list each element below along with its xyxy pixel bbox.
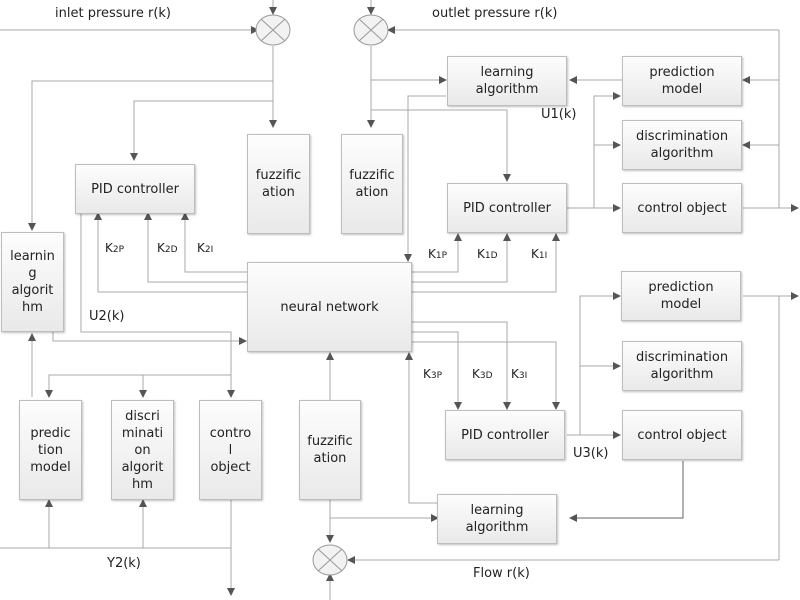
summing-junction-outlet — [353, 14, 389, 46]
control-object-3-block: control object — [622, 410, 742, 460]
flow-label: Flow r(k) — [473, 566, 530, 581]
pid-controller-1-block: PID controller — [447, 183, 567, 233]
wire-ctrl3-learn3 — [569, 461, 684, 522]
gain-k1d: K1D — [477, 247, 498, 261]
fuzzification-inlet-block: fuzzific ation — [247, 134, 310, 234]
wire-pid3-branch — [579, 292, 621, 435]
discrimination-algorithm-3-block: discrimination algorithm — [622, 341, 742, 391]
wire-k2i — [181, 212, 248, 273]
summing-junction-flow — [312, 544, 348, 576]
prediction-model-2-block: predic tion model — [19, 400, 82, 500]
wire-k3p — [412, 331, 462, 410]
wire-k3d — [412, 321, 511, 410]
wire-sum1-learn2 — [28, 80, 273, 231]
learning-algorithm-3-block: learning algorithm — [437, 494, 557, 544]
gain-k2p: K2P — [105, 241, 125, 255]
prediction-model-3-block: prediction model — [621, 271, 741, 321]
gain-k1p: K1P — [428, 247, 448, 261]
gain-k2d: K2D — [157, 241, 178, 255]
prediction-model-1-block: prediction model — [622, 56, 742, 106]
wire-k3i — [412, 341, 560, 410]
pid-controller-3-block: PID controller — [445, 410, 565, 460]
u3-label: U3(k) — [573, 446, 609, 461]
discrimination-algorithm-2-block: discri minati on algorit hm — [111, 400, 174, 500]
neural-network-block: neural network — [247, 262, 412, 352]
wire-sum2-pid1 — [371, 109, 511, 182]
wire-u2-branch — [45, 374, 231, 398]
control-object-1-block: control object — [622, 183, 742, 233]
wire-k1d — [412, 233, 511, 283]
pid-controller-2-block: PID controller — [75, 164, 195, 214]
wire-learn2-nn — [52, 332, 247, 345]
y2-label: Y2(k) — [107, 556, 141, 571]
control-object-2-block: contro l object — [199, 400, 262, 500]
fuzzification-flow-block: fuzzific ation — [299, 400, 361, 500]
u1-label: U1(k) — [541, 107, 577, 122]
summing-junction-inlet — [255, 14, 291, 46]
gain-k3d: K3D — [472, 367, 493, 381]
wire-sum1-pid2 — [130, 100, 273, 161]
wire-learn3-nn — [405, 352, 438, 504]
u2-label: U2(k) — [89, 309, 125, 324]
fuzzification-outlet-block: fuzzific ation — [341, 134, 403, 234]
gain-k1i: K1I — [531, 247, 548, 261]
learning-algorithm-2-block: learnin g algorit hm — [1, 232, 64, 332]
wire-k2p — [94, 212, 248, 293]
wire-pid2-out — [80, 213, 235, 398]
discrimination-algorithm-1-block: discrimination algorithm — [622, 120, 742, 170]
inlet-pressure-label: inlet pressure r(k) — [55, 6, 171, 21]
wire-k1i — [412, 233, 560, 293]
gain-k2i: K2I — [197, 241, 214, 255]
outlet-pressure-label: outlet pressure r(k) — [432, 6, 558, 21]
gain-k3i: K3I — [511, 367, 528, 381]
learning-algorithm-1-block: learning algorithm — [447, 56, 567, 106]
gain-k3p: K3P — [423, 367, 443, 381]
wire-k2d — [144, 212, 248, 283]
wire-learn1-nn — [404, 95, 446, 262]
wire-k1p — [412, 233, 462, 273]
wire-pid1-branch — [593, 92, 621, 208]
